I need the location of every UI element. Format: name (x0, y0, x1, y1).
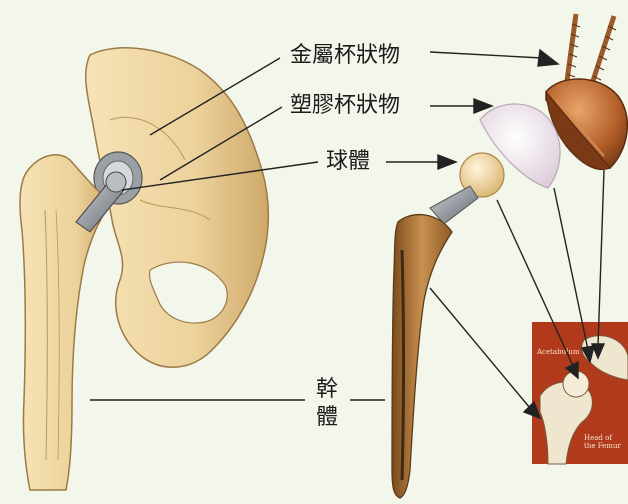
label-ball: 球體 (326, 149, 370, 174)
label-metal-cup: 金屬杯狀物 (290, 43, 400, 68)
inset-caption-femur-head-2: the Femur (584, 442, 621, 450)
femoral-stem-implant (392, 186, 478, 498)
label-stem-line2: 體 (316, 405, 338, 430)
anatomy-photo-inset: Acetabulum Head of the Femur (532, 322, 628, 464)
pelvis-bone (86, 48, 269, 367)
inset-caption-femur-head-1: Head of (584, 434, 613, 442)
label-stem-line1: 幹 (316, 377, 338, 402)
inset-caption-acetabulum: Acetabulum (536, 348, 580, 356)
label-plastic-cup: 塑膠杯狀物 (290, 93, 400, 118)
